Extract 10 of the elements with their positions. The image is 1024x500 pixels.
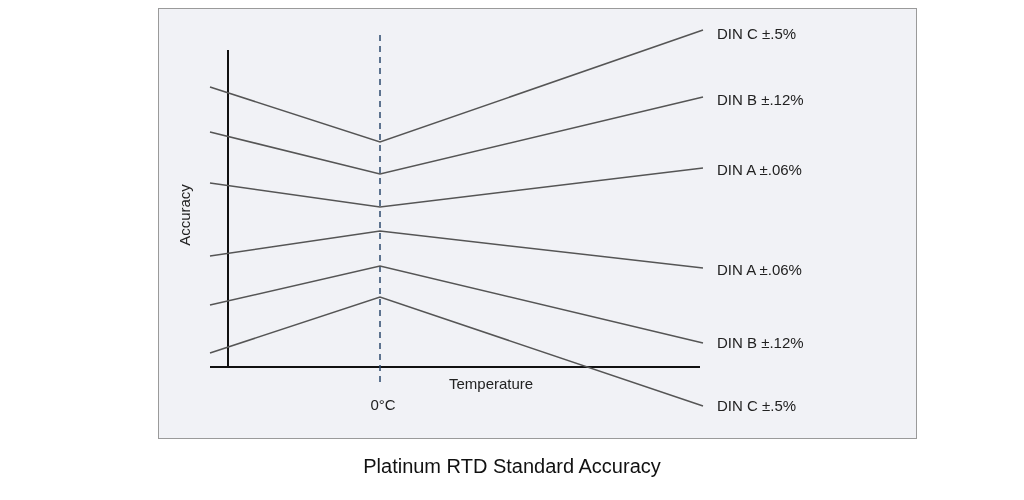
accuracy-class-label: DIN B ±.12% — [717, 334, 804, 352]
tick-label: 0°C — [370, 396, 396, 414]
accuracy-class-label: DIN C ±.5% — [717, 397, 797, 415]
accuracy-class-label: DIN A ±.06% — [717, 161, 802, 179]
axis-label: Temperature — [449, 375, 534, 393]
accuracy-class-label: DIN A ±.06% — [717, 261, 802, 279]
accuracy-class-label: DIN C ±.5% — [717, 25, 797, 43]
accuracy-class-label: DIN B ±.12% — [717, 91, 804, 109]
caption: Platinum RTD Standard Accuracy — [362, 455, 662, 478]
axis-label: Accuracy — [175, 184, 194, 246]
